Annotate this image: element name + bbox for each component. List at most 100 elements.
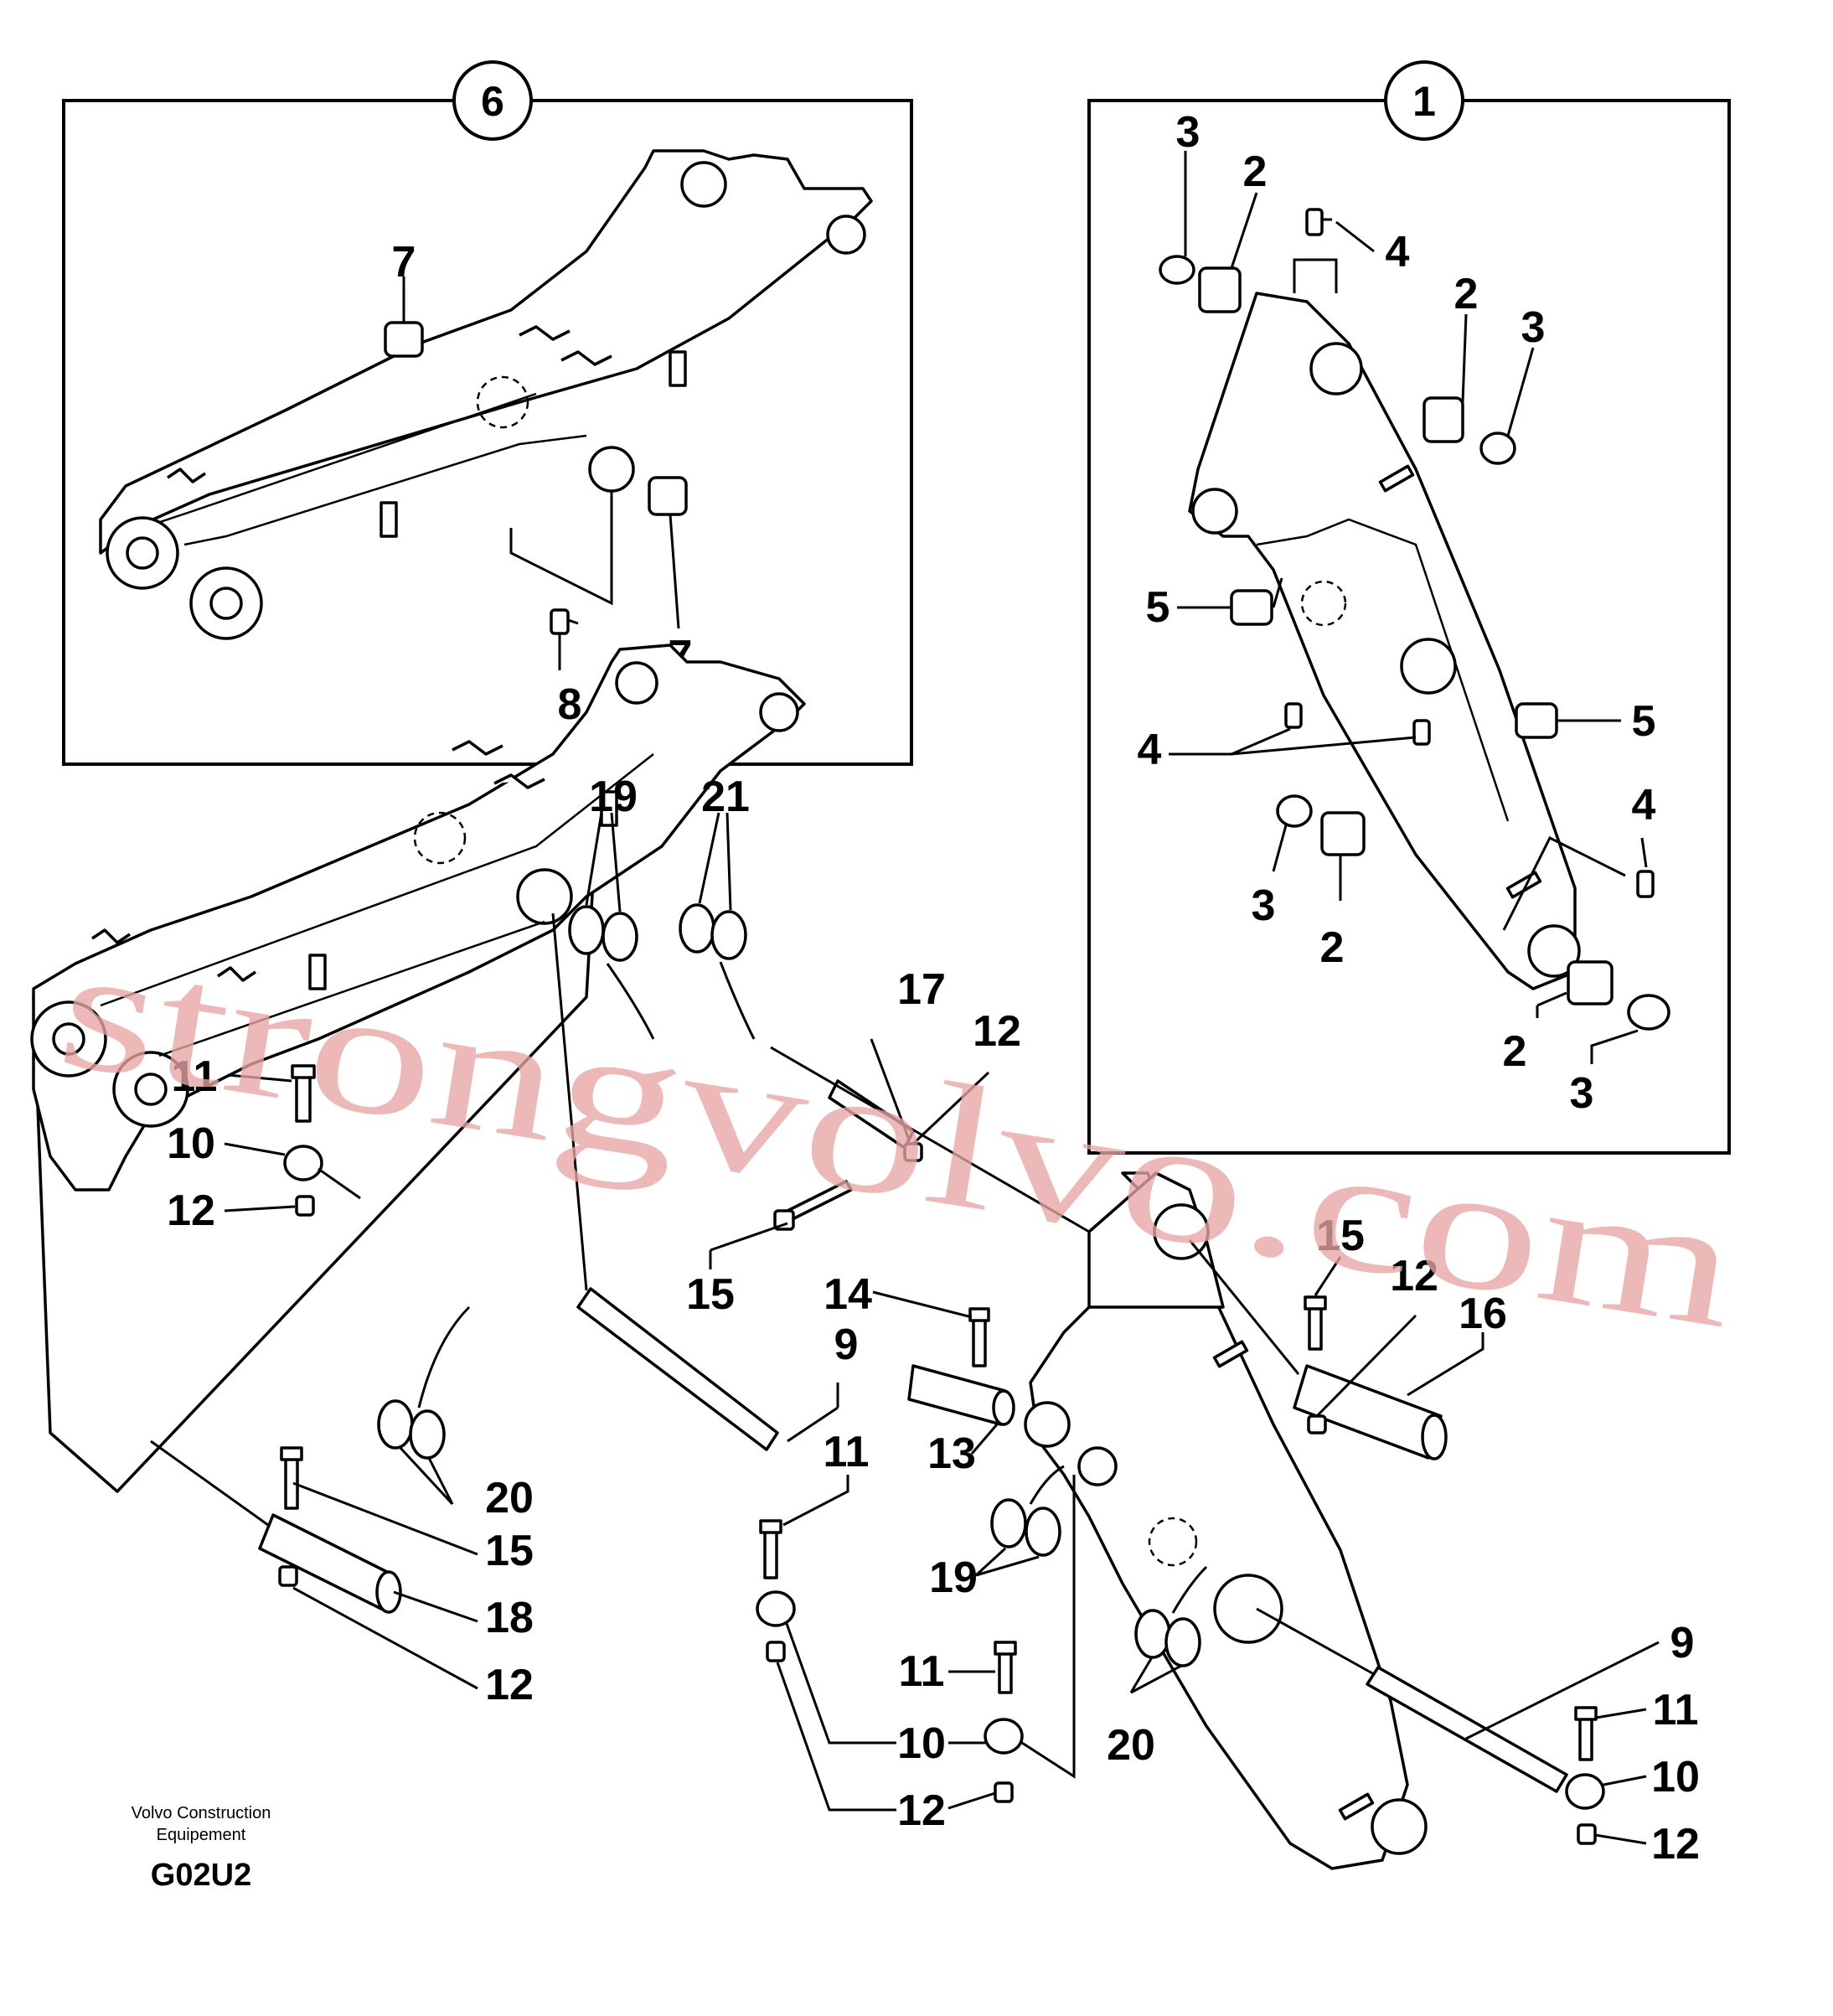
label-12-right: 12 xyxy=(1390,1252,1438,1300)
label-16: 16 xyxy=(1459,1290,1507,1338)
label-10-upper-left: 10 xyxy=(167,1119,215,1168)
bolt-11-right xyxy=(1574,1706,1647,1761)
label-11-upper-left: 11 xyxy=(172,1052,218,1101)
main-arm-drawing xyxy=(1024,1171,1428,1870)
label-2-lower-left: 2 xyxy=(1320,923,1345,972)
label-4-lower: 4 xyxy=(1632,781,1656,830)
label-13: 13 xyxy=(927,1429,976,1478)
label-15-right: 15 xyxy=(1316,1212,1365,1260)
seal-3-lower-left xyxy=(1272,794,1313,872)
bushing-2-lower-left xyxy=(1320,811,1366,901)
label-14: 14 xyxy=(824,1270,872,1319)
bushing-5-left xyxy=(1177,577,1283,626)
seals-19-top xyxy=(568,812,655,1040)
label-5-right: 5 xyxy=(1632,697,1656,746)
arm-drawing-inset-1 xyxy=(1188,292,1581,990)
label-12-center: 12 xyxy=(897,1786,946,1835)
label-12-left: 12 xyxy=(485,1661,534,1709)
seals-21-top xyxy=(679,812,756,1040)
bushing-2-lower-right xyxy=(1536,960,1614,1018)
collar-10-center xyxy=(948,1475,1076,1779)
label-17: 17 xyxy=(897,965,946,1014)
label-9-center: 9 xyxy=(834,1321,859,1369)
label-11-right: 11 xyxy=(1653,1686,1699,1734)
nut-12-top xyxy=(903,1071,990,1162)
pin-17 xyxy=(770,1038,1090,1233)
boom-drawing-inset-6 xyxy=(99,149,873,640)
main-boom-drawing xyxy=(30,644,806,1493)
nut-12-center xyxy=(947,1781,1014,1810)
inset-frame-6: 6 xyxy=(62,60,913,766)
seal-3-top xyxy=(1159,151,1195,285)
seals-19-lower xyxy=(974,1465,1065,1577)
label-11-center-right: 11 xyxy=(899,1647,945,1696)
maker-line-1: Volvo Construction xyxy=(132,1804,271,1822)
label-18: 18 xyxy=(485,1594,534,1642)
grease-4-top xyxy=(1293,208,1375,293)
drawing-code: G02U2 xyxy=(151,1858,251,1893)
seals-20-lower xyxy=(1129,1565,1208,1694)
bolt-15-right xyxy=(1304,1256,1342,1351)
pin-16 xyxy=(1188,1239,1484,1460)
bolt-11-center-right xyxy=(948,1641,1017,1694)
pin-9-center xyxy=(551,912,839,1451)
label-7-upper: 7 xyxy=(392,238,416,287)
label-19-top: 19 xyxy=(589,773,638,821)
bolt-14 xyxy=(872,1290,990,1367)
label-4-top: 4 xyxy=(1386,228,1410,277)
label-10-right: 10 xyxy=(1651,1753,1700,1801)
grease-nipple-8 xyxy=(509,490,613,670)
label-2-lower-right: 2 xyxy=(1503,1027,1527,1076)
collar-10-upper-left xyxy=(224,1142,361,1200)
label-15-middle: 15 xyxy=(686,1270,735,1319)
label-19-lower: 19 xyxy=(929,1553,978,1602)
nut-12-left xyxy=(278,1565,478,1690)
label-3-lower-left: 3 xyxy=(1252,881,1276,930)
collar-10-right xyxy=(1565,1773,1647,1810)
group-label-6: 6 xyxy=(481,78,504,125)
label-3-top: 3 xyxy=(1176,108,1200,157)
label-2-top: 2 xyxy=(1243,147,1268,196)
grease-4-middle xyxy=(1169,702,1431,756)
label-10-center: 10 xyxy=(897,1719,946,1768)
bolt-15-middle xyxy=(709,1180,853,1269)
maker-line-2: Equipement xyxy=(157,1826,246,1844)
pin-9-right xyxy=(1256,1607,1660,1793)
nut-12-right-bottom xyxy=(1577,1823,1647,1845)
bushing-2-top xyxy=(1198,192,1258,313)
label-15-left: 15 xyxy=(485,1527,534,1575)
bushing-2-upper-right xyxy=(1423,313,1468,443)
label-11-center: 11 xyxy=(824,1428,870,1476)
collar-10-center-top xyxy=(756,1590,896,1745)
grease-4-lower xyxy=(1502,835,1655,931)
label-2-upper-right: 2 xyxy=(1454,270,1479,318)
label-12-upper-left: 12 xyxy=(167,1186,215,1235)
seal-3-lower-right xyxy=(1590,994,1670,1064)
label-12-right-bottom: 12 xyxy=(1651,1820,1700,1869)
sleeve-13 xyxy=(907,1364,1015,1455)
label-12-top: 12 xyxy=(973,1007,1021,1056)
label-21: 21 xyxy=(701,773,750,821)
pin-18 xyxy=(150,1440,478,1623)
bolt-15-left xyxy=(280,1446,478,1556)
bushing-7-upper xyxy=(384,277,424,358)
label-4-middle: 4 xyxy=(1138,726,1162,774)
nut-12-center-top xyxy=(766,1641,896,1812)
nut-12-upper-left xyxy=(224,1195,315,1217)
group-label-1: 1 xyxy=(1412,78,1436,125)
label-20-upper: 20 xyxy=(485,1474,534,1522)
label-3-lower-right: 3 xyxy=(1570,1069,1594,1118)
seals-20-upper xyxy=(377,1305,471,1506)
seal-3-upper-right xyxy=(1479,347,1535,465)
label-9-right: 9 xyxy=(1670,1619,1695,1667)
bushing-5-right xyxy=(1515,702,1621,739)
label-20-lower: 20 xyxy=(1107,1721,1155,1770)
bolt-11-center xyxy=(759,1475,849,1579)
nut-12-right xyxy=(1307,1314,1417,1434)
bolt-11-upper-left xyxy=(227,1064,316,1123)
inset-frame-1: 1 xyxy=(1087,60,1731,1155)
label-3-upper-right: 3 xyxy=(1521,303,1546,352)
bushing-7-lower xyxy=(648,476,688,629)
label-5-left: 5 xyxy=(1146,583,1170,632)
